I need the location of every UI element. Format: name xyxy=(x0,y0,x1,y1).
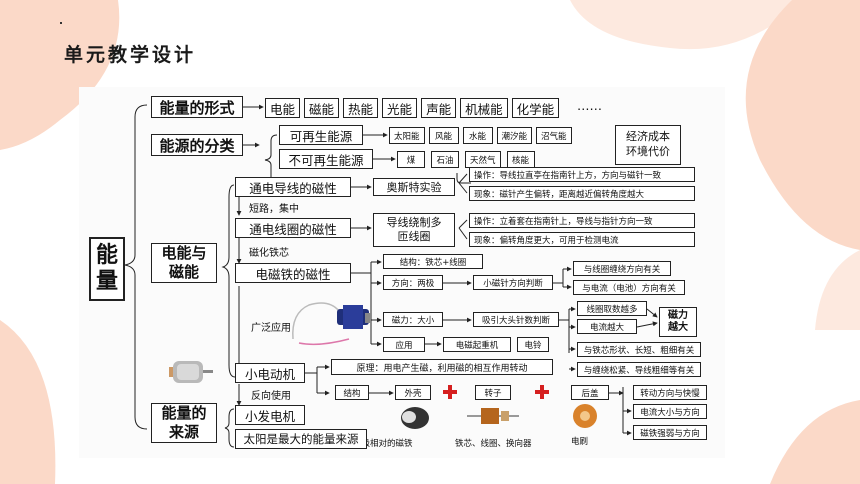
more-turns-box: 线圈取数越多 xyxy=(577,301,647,316)
nonrenewable-energy-label: 不可再生能源 xyxy=(279,149,373,169)
nonrenewable-item: 煤 xyxy=(397,151,425,168)
needle-judge-box: 小磁针方向判断 xyxy=(473,275,553,290)
renewable-item: 风能 xyxy=(428,127,459,144)
sun-largest-source-label: 太阳是最大的能量来源 xyxy=(235,429,367,449)
wide-application-label: 广泛应用 xyxy=(251,323,291,334)
root-energy: 能 量 xyxy=(89,237,125,301)
connector-lines xyxy=(124,104,658,448)
motor-shell-photo xyxy=(401,407,429,429)
renewable-item: 沼气能 xyxy=(536,127,572,144)
electromagnet-magnetism-label: 电磁铁的磁性 xyxy=(235,263,351,283)
small-motor-label: 小电动机 xyxy=(235,363,305,383)
nonrenewable-items-row: 煤石油天然气核能 xyxy=(397,151,535,168)
plus-icon xyxy=(535,385,549,399)
motor-principle-box: 原理：用电产生磁，利用磁的相互作用转动 xyxy=(331,359,553,375)
renewable-item: 潮汐能 xyxy=(496,127,533,144)
corner-decoration-bottom-left xyxy=(0,320,56,484)
coil-phenomenon-note: 现象：偏转角度更大，可用于检测电流 xyxy=(469,232,695,247)
nonrenewable-item: 石油 xyxy=(431,151,459,168)
em-direction-box: 方向：两极 xyxy=(383,275,443,290)
motor-shell-box: 外壳 xyxy=(395,385,431,400)
concept-map: 能 量 能量的形式 电能磁能热能光能声能机械能化学能 …… 能源的分类 可再生能… xyxy=(79,87,725,458)
current-direction-note: 电流大小与方向 xyxy=(633,404,707,419)
coil-magnetism-label: 通电线圈的磁性 xyxy=(235,218,351,238)
energy-form-item: 声能 xyxy=(421,98,457,118)
coil-operation-note: 操作：立着套在指南针上，导线与指针方向一致 xyxy=(469,213,695,228)
rotor-photo xyxy=(467,408,519,424)
stronger-force-box: 磁力 越大 xyxy=(659,307,697,337)
small-generator-label: 小发电机 xyxy=(235,405,305,425)
energy-source-label: 能量的 来源 xyxy=(151,403,217,443)
brush-photo xyxy=(573,404,597,428)
wire-magnetism-label: 通电导线的磁性 xyxy=(235,177,351,197)
electric-bell-box: 电铃 xyxy=(517,337,549,352)
renewable-energy-label: 可再生能源 xyxy=(279,125,363,145)
reverse-use-label: 反向使用 xyxy=(251,391,291,402)
renewable-items-row: 太阳能风能水能潮汐能沼气能 xyxy=(389,127,572,144)
nonrenewable-item: 天然气 xyxy=(465,151,501,168)
direction-current-note: 与电流（电池）方向有关 xyxy=(573,280,685,295)
em-force-box: 磁力：大小 xyxy=(383,312,443,327)
nonrenewable-item: 核能 xyxy=(506,151,535,168)
multi-turn-coil-box: 导线绕制多 匝线圈 xyxy=(373,213,455,247)
renewable-item: 水能 xyxy=(462,127,493,144)
caption-brush: 电刷 xyxy=(571,437,589,447)
corner-decoration-bottom-right xyxy=(770,400,860,484)
electric-magnetic-label: 电能与 磁能 xyxy=(151,243,217,283)
renewable-item: 太阳能 xyxy=(389,127,425,144)
motor-structure-box: 结构 xyxy=(335,385,369,400)
cost-note-box: 经济成本 环境代价 xyxy=(615,125,681,165)
dc-motor-photo xyxy=(169,361,213,383)
energy-form-item: 磁能 xyxy=(304,98,340,118)
pin-count-box: 吸引大头针数判断 xyxy=(473,312,559,327)
magnetize-core-label: 磁化铁芯 xyxy=(249,248,289,259)
energy-form-item: 化学能 xyxy=(511,98,560,118)
wire-operation-note: 操作：导线拉直亭在指南针上方，方向与磁针一致 xyxy=(469,167,695,182)
dot-mark xyxy=(60,22,62,24)
rotation-direction-note: 转动方向与快慢 xyxy=(633,385,707,400)
oersted-experiment-box: 奥斯特实验 xyxy=(373,178,455,196)
em-structure-box: 结构：铁芯+线圈 xyxy=(383,254,483,269)
caption-magnets: 异极相对的磁铁 xyxy=(353,439,413,449)
short-concentrate-label: 短路，集中 xyxy=(249,204,299,215)
energy-form-item: 光能 xyxy=(382,98,418,118)
more-current-box: 电流越大 xyxy=(577,319,637,334)
core-factor-note: 与铁芯形状、长短、粗细有关 xyxy=(577,342,701,357)
energy-forms-row: 电能磁能热能光能声能机械能化学能 xyxy=(265,98,560,118)
electromagnet-illustration xyxy=(292,302,371,346)
direction-coil-note: 与线圈缠绕方向有关 xyxy=(573,261,671,276)
motor-rotor-box: 转子 xyxy=(475,385,511,400)
energy-form-item: 热能 xyxy=(343,98,379,118)
wire-phenomenon-note: 现象：磁针产生偏转，距离越近偏转角度越大 xyxy=(469,186,695,201)
em-crane-box: 电磁起重机 xyxy=(443,337,511,352)
magnet-strength-note: 磁铁强弱与方向 xyxy=(633,425,707,440)
application-box: 应用 xyxy=(383,337,425,352)
slide-title: 单元教学设计 xyxy=(64,44,197,66)
energy-form-item: 电能 xyxy=(265,98,301,118)
forms-of-energy-label: 能量的形式 xyxy=(151,96,243,118)
caption-rotor-parts: 铁芯、线圈、换向器 xyxy=(455,439,532,449)
winding-factor-note: 与缠绕松紧、导线粗细等有关 xyxy=(577,362,701,377)
motor-back-cover-box: 后盖 xyxy=(571,385,609,400)
plus-icon xyxy=(443,385,457,399)
energy-form-item: 机械能 xyxy=(460,98,508,118)
energy-classification-label: 能源的分类 xyxy=(151,134,243,156)
forms-ellipsis: …… xyxy=(577,98,602,113)
